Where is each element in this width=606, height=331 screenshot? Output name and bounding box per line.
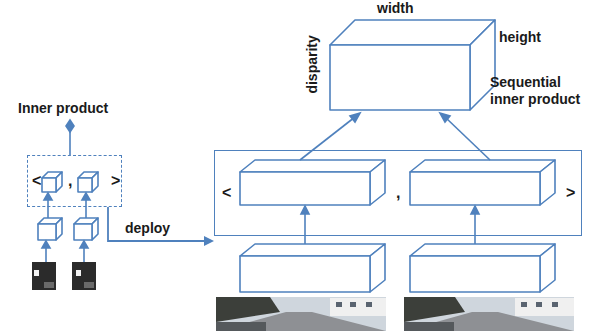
bracket-symbol: <: [222, 184, 231, 202]
output-label: Sequential inner product: [490, 74, 590, 108]
axis-label: disparity: [304, 35, 321, 93]
pair-frame: <, >: [214, 150, 582, 236]
deploy-arrow: [108, 207, 214, 246]
bracket-symbol: >: [111, 172, 120, 190]
axis-label: height: [499, 29, 541, 46]
edge-label: deploy: [125, 220, 170, 237]
bracket-symbol: <: [32, 172, 41, 190]
bracket-symbol: ,: [68, 172, 72, 190]
output-label: Inner product: [18, 100, 108, 117]
axis-label: width: [377, 0, 414, 17]
bracket-symbol: >: [566, 184, 575, 202]
dashed-pair-frame: <, >: [27, 155, 122, 207]
bracket-symbol: ,: [396, 184, 400, 202]
